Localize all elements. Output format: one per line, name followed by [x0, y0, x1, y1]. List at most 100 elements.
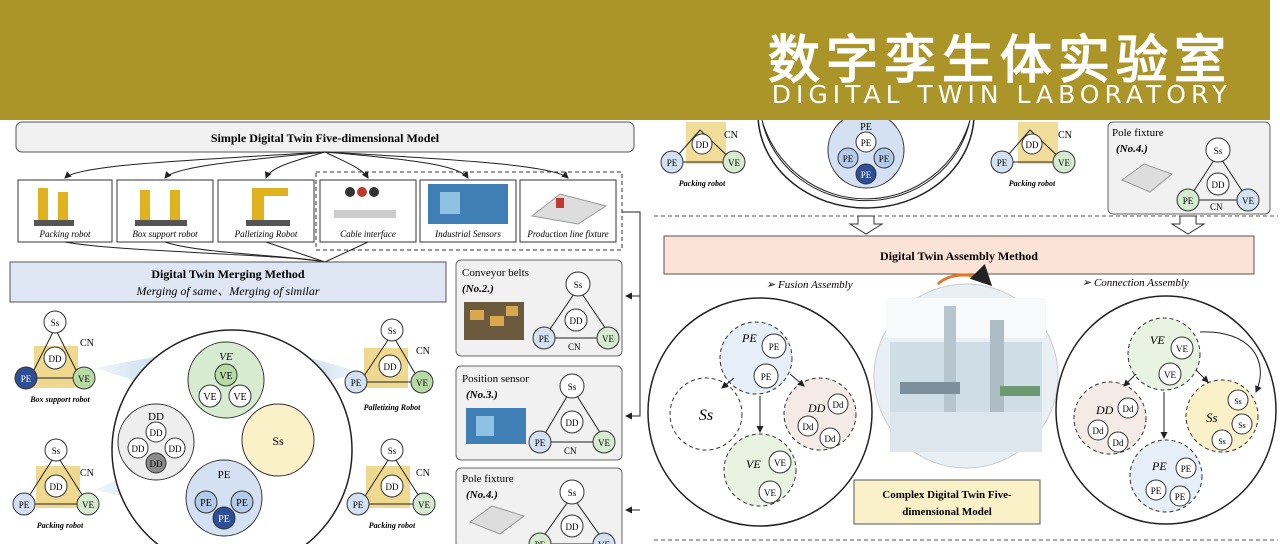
merge-ve-main: VE	[219, 351, 233, 363]
source-packing-robot: Packing robot	[17, 179, 113, 243]
conn-dd-item: Dd	[1093, 426, 1104, 436]
conn-pe-item: PE	[1151, 486, 1162, 496]
dd-label: DD	[386, 482, 399, 492]
source-cable-interface: Cable interface	[319, 179, 417, 243]
merge-ss: Ss	[272, 434, 284, 448]
connection-circle: VE VE VE DD Dd Dd Dd Ss Ss Ss Ss PE PE P…	[1055, 295, 1277, 525]
assembly-title: Digital Twin Assembly Method	[880, 249, 1038, 263]
dd-label: DD	[566, 522, 579, 532]
right-top-right-robot: DD CN PE VE Packing robot	[990, 122, 1076, 188]
ve-label: VE	[728, 158, 740, 168]
factory-photo	[873, 283, 1059, 469]
arrow	[1123, 373, 1137, 387]
merge-dd-item: DD	[150, 428, 163, 438]
top-pe-item: PE	[843, 154, 854, 164]
top-pe-item: PE	[861, 138, 872, 148]
simple-model-title-box: Simple Digital Twin Five-dimensional Mod…	[15, 121, 635, 153]
conn-ve-item: VE	[1176, 344, 1188, 354]
ss-label: Ss	[568, 382, 577, 392]
cn-label: CN	[1058, 130, 1072, 141]
robot-label: Packing robot	[1009, 179, 1056, 188]
cn-label: CN	[80, 338, 94, 349]
pe-label: PE	[353, 500, 364, 510]
fusion-dd-main: DD	[807, 401, 826, 415]
source-label: Production line fixture	[526, 229, 608, 239]
card-name: Position sensor	[462, 373, 529, 385]
top-pe-item: PE	[861, 170, 872, 180]
merge-dd-item: DD	[150, 459, 163, 469]
conn-dd-item: Dd	[1123, 404, 1134, 414]
fusion-pe-main: PE	[741, 331, 757, 345]
card-pole-fixture: Pole fixture (No.4.) Ss DD CN PE VE	[455, 467, 623, 544]
source-label: Palletizing Robot	[234, 229, 298, 239]
fusion-ve-item: VE	[774, 458, 786, 468]
swap-arrows-icon	[936, 263, 993, 287]
robot-label: Palletizing Robot	[364, 403, 421, 412]
robot-packing-right: Ss DD CN PE VE Packing robot	[346, 438, 436, 530]
pe-label: PE	[535, 438, 546, 448]
source-row: Packing robot Box support robot Palletiz…	[17, 171, 623, 251]
conn-ss-main: Ss	[1206, 410, 1218, 425]
pe-label: PE	[1183, 196, 1194, 206]
fusion-dd-item: Dd	[833, 400, 844, 410]
lab-title-en: DIGITAL TWIN LABORATORY	[771, 80, 1232, 109]
right-pole-card: Pole fixture (No.4.) Ss DD CN PE VE	[1107, 121, 1271, 215]
conn-ss-item: Ss	[1218, 437, 1226, 446]
card-name: Pole fixture	[462, 473, 514, 485]
dd-label: DD	[570, 316, 583, 326]
simple-model-title: Simple Digital Twin Five-dimensional Mod…	[211, 131, 440, 145]
conn-pe-main: PE	[1151, 459, 1167, 473]
merging-subtitle: Merging of same、Merging of similar	[135, 284, 319, 298]
robot-label: Packing robot	[37, 521, 84, 530]
pe-label: PE	[667, 158, 678, 168]
source-label: Packing robot	[39, 229, 91, 239]
source-label: Cable interface	[340, 229, 396, 239]
merging-title: Digital Twin Merging Method	[151, 267, 305, 281]
merge-ve-item: VE	[233, 392, 246, 403]
ve-label: VE	[602, 334, 614, 344]
title-to-source-arrows	[64, 151, 641, 514]
conn-ss-item: Ss	[1234, 397, 1242, 406]
robot-palletizing: Ss DD CN PE VE Palletizing Robot	[344, 318, 434, 412]
robot-label: Packing robot	[369, 521, 416, 530]
pe-label: PE	[21, 374, 32, 384]
assembly-method-box: Digital Twin Assembly Method	[663, 235, 1255, 275]
diagram-svg: Simple Digital Twin Five-dimensional Mod…	[9, 120, 1278, 544]
source-industrial-sensors: Industrial Sensors	[419, 179, 517, 243]
ve-label: VE	[418, 500, 430, 510]
fusion-dd-item: Dd	[825, 434, 836, 444]
dd-label: DD	[696, 140, 709, 150]
source-production-line-fixture: Production line fixture	[519, 179, 617, 243]
ve-label: VE	[1242, 196, 1254, 206]
fusion-ve-item: VE	[764, 488, 776, 498]
robot-label: Packing robot	[679, 179, 726, 188]
dd-label: DD	[384, 362, 397, 372]
merge-pe-item: PE	[218, 514, 230, 525]
cn-label: CN	[724, 130, 738, 141]
fusion-ss-new: Ss	[699, 407, 713, 424]
merge-dd-item: DD	[132, 444, 145, 454]
dd-label: DD	[50, 482, 63, 492]
down-arrow-icon	[1170, 215, 1206, 235]
card-conveyor-belts: Conveyor belts (No.2.) Ss DD CN PE VE	[455, 259, 623, 357]
arrow	[789, 373, 805, 387]
conn-ve-main: VE	[1150, 333, 1165, 347]
top-pe-main: PE	[860, 122, 872, 133]
robot-packing-left: Ss DD CN PE VE Packing robot	[12, 438, 100, 530]
ss-label: Ss	[51, 318, 60, 328]
pe-label: PE	[539, 334, 550, 344]
pe-label: PE	[19, 500, 30, 510]
complex-title-line2: dimensional Model	[902, 506, 992, 518]
conn-dd-main: DD	[1095, 403, 1114, 417]
cn-label: CN	[416, 468, 430, 479]
card-no: (No.4.)	[1116, 143, 1148, 155]
arrow	[721, 377, 735, 389]
merge-pe-main: PE	[218, 469, 231, 481]
robot-label: Box support robot	[29, 395, 90, 404]
cn-label: CN	[80, 468, 94, 479]
pe-label: PE	[351, 378, 362, 388]
ss-label: Ss	[388, 446, 397, 456]
card-name: Pole fixture	[1112, 127, 1164, 139]
conn-pe-item: PE	[1175, 492, 1186, 502]
ss-label: Ss	[52, 446, 61, 456]
